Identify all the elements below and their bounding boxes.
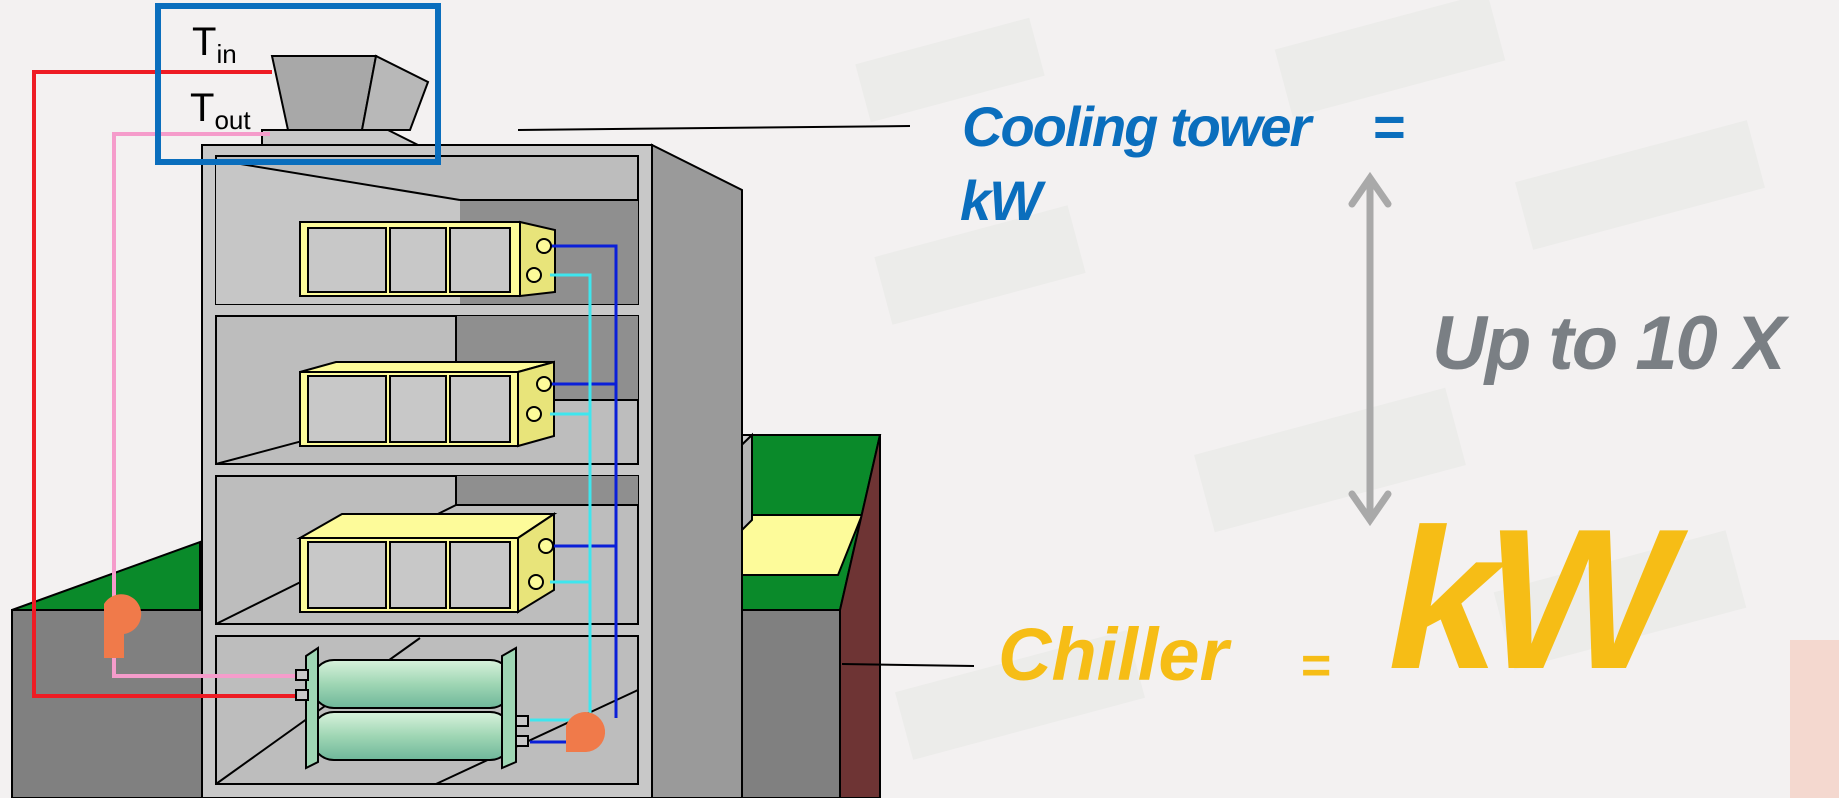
chiller-equals: = xyxy=(1300,636,1330,696)
air-handler-icon xyxy=(300,222,555,612)
t-out-base: T xyxy=(190,86,214,130)
chiller-label: Chiller xyxy=(998,612,1228,697)
chiller-unit: kW xyxy=(1388,500,1660,700)
cooling-tower-equals: = xyxy=(1372,94,1403,159)
t-in-label: Tin xyxy=(192,20,237,70)
t-out-sub: out xyxy=(214,105,250,135)
ratio-label: Up to 10 X xyxy=(1432,300,1784,387)
cooling-tower-unit: kW xyxy=(960,168,1040,233)
cooling-tower-text: Cooling tower xyxy=(962,95,1309,158)
t-out-label: Tout xyxy=(190,86,251,136)
t-in-sub: in xyxy=(216,39,236,69)
cooling-tower-label: Cooling tower xyxy=(962,94,1309,159)
chiller-icon xyxy=(296,648,528,768)
t-in-base: T xyxy=(192,20,216,64)
